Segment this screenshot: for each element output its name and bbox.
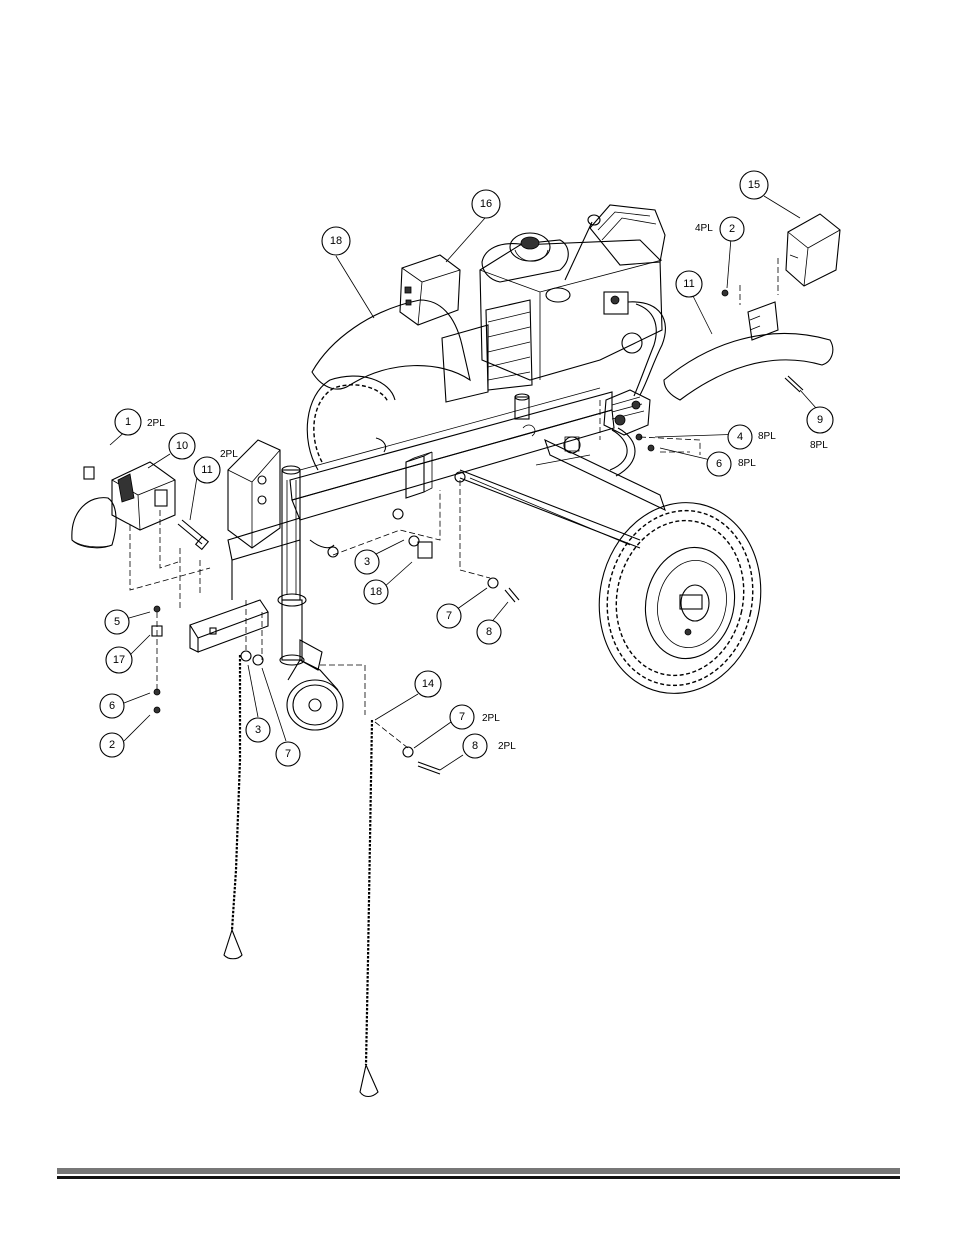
callout-qty: 8PL [810,440,828,451]
callout-5: 5 [104,609,130,635]
callout-number: 10 [176,440,188,452]
callout-2-top: 2 [719,216,745,242]
hardware [151,289,804,775]
callout-qty: 2PL [482,713,500,724]
return-hose [609,427,636,477]
callout-qty: 2PL [220,449,238,460]
callout-qty: 2PL [498,741,516,752]
callout-number: 18 [330,235,342,247]
callout-number: 8 [486,626,492,638]
callout-9: 9 [806,406,834,434]
callout-qty: 2PL [147,418,165,429]
callout-number: 16 [480,198,492,210]
callout-4: 4 [727,424,753,450]
callout-number: 2 [729,223,735,235]
safety-chains [223,655,379,1098]
callout-16: 16 [471,189,501,219]
callout-13: 11 [675,270,703,298]
callout-number: 5 [114,616,120,628]
callout-number: 7 [285,748,291,760]
callout-number: 2 [109,739,115,751]
main-beam [289,387,615,521]
axle [459,438,666,549]
callout-qty: 4PL [695,223,713,234]
control-valve [603,389,651,436]
callout-number: 7 [459,711,465,723]
callout-17: 17 [105,646,133,674]
callout-qty: 8PL [758,431,776,442]
jack-stand [277,465,344,731]
callout-8-bottom: 8 [462,733,488,759]
callout-7-left: 7 [275,741,301,767]
right-wheel [598,502,762,694]
callout-number: 3 [255,724,261,736]
hydraulic-hose [627,301,666,397]
callout-3-left: 3 [245,717,271,743]
callout-number: 4 [737,431,743,443]
callout-number: 9 [817,414,823,426]
callout-number: 3 [364,556,370,568]
callout-number: 17 [113,654,125,666]
callout-number: 8 [472,740,478,752]
right-fender [663,301,834,401]
leader-lines [109,195,817,771]
callouts: 18 16 15 2 4PL 11 4 8PL 6 8PL 9 8PL 1 2P… [99,170,834,771]
callout-number: 11 [201,464,212,476]
footer-rule-dark [57,1176,900,1179]
callout-qty: 8PL [738,458,756,469]
callout-number: 1 [125,416,131,428]
callout-10: 10 [168,432,196,460]
callout-1: 1 [114,408,142,436]
callout-6-right: 6 [706,451,732,477]
right-taillight [785,213,841,287]
coupler [71,461,176,549]
callout-7-center: 7 [436,603,462,629]
callout-7-bottom: 7 [449,704,475,730]
callout-2-left: 2 [99,732,125,758]
callout-6-left: 6 [99,693,125,719]
engine [441,204,666,403]
log-splitter-artwork [71,204,841,1098]
callout-15: 15 [739,170,769,200]
callout-number: 7 [446,610,452,622]
callout-number: 18 [370,586,382,598]
callout-number: 6 [109,700,115,712]
bolt-11 [177,519,210,551]
callout-8-center: 8 [476,619,502,645]
callout-3-center: 3 [354,549,380,575]
callout-12: 18 [321,226,351,256]
callout-11: 11 [193,456,221,484]
callout-number: 14 [422,678,434,690]
callout-18: 18 [363,579,389,605]
callout-14: 14 [414,670,442,698]
assembly-guide-lines [129,258,779,749]
left-wheel [306,375,396,471]
callout-number: 6 [716,458,722,470]
left-taillight [399,254,461,326]
callout-number: 11 [683,278,694,290]
footer-rule [57,1168,900,1174]
left-fender [311,299,471,390]
callout-number: 15 [748,179,760,191]
